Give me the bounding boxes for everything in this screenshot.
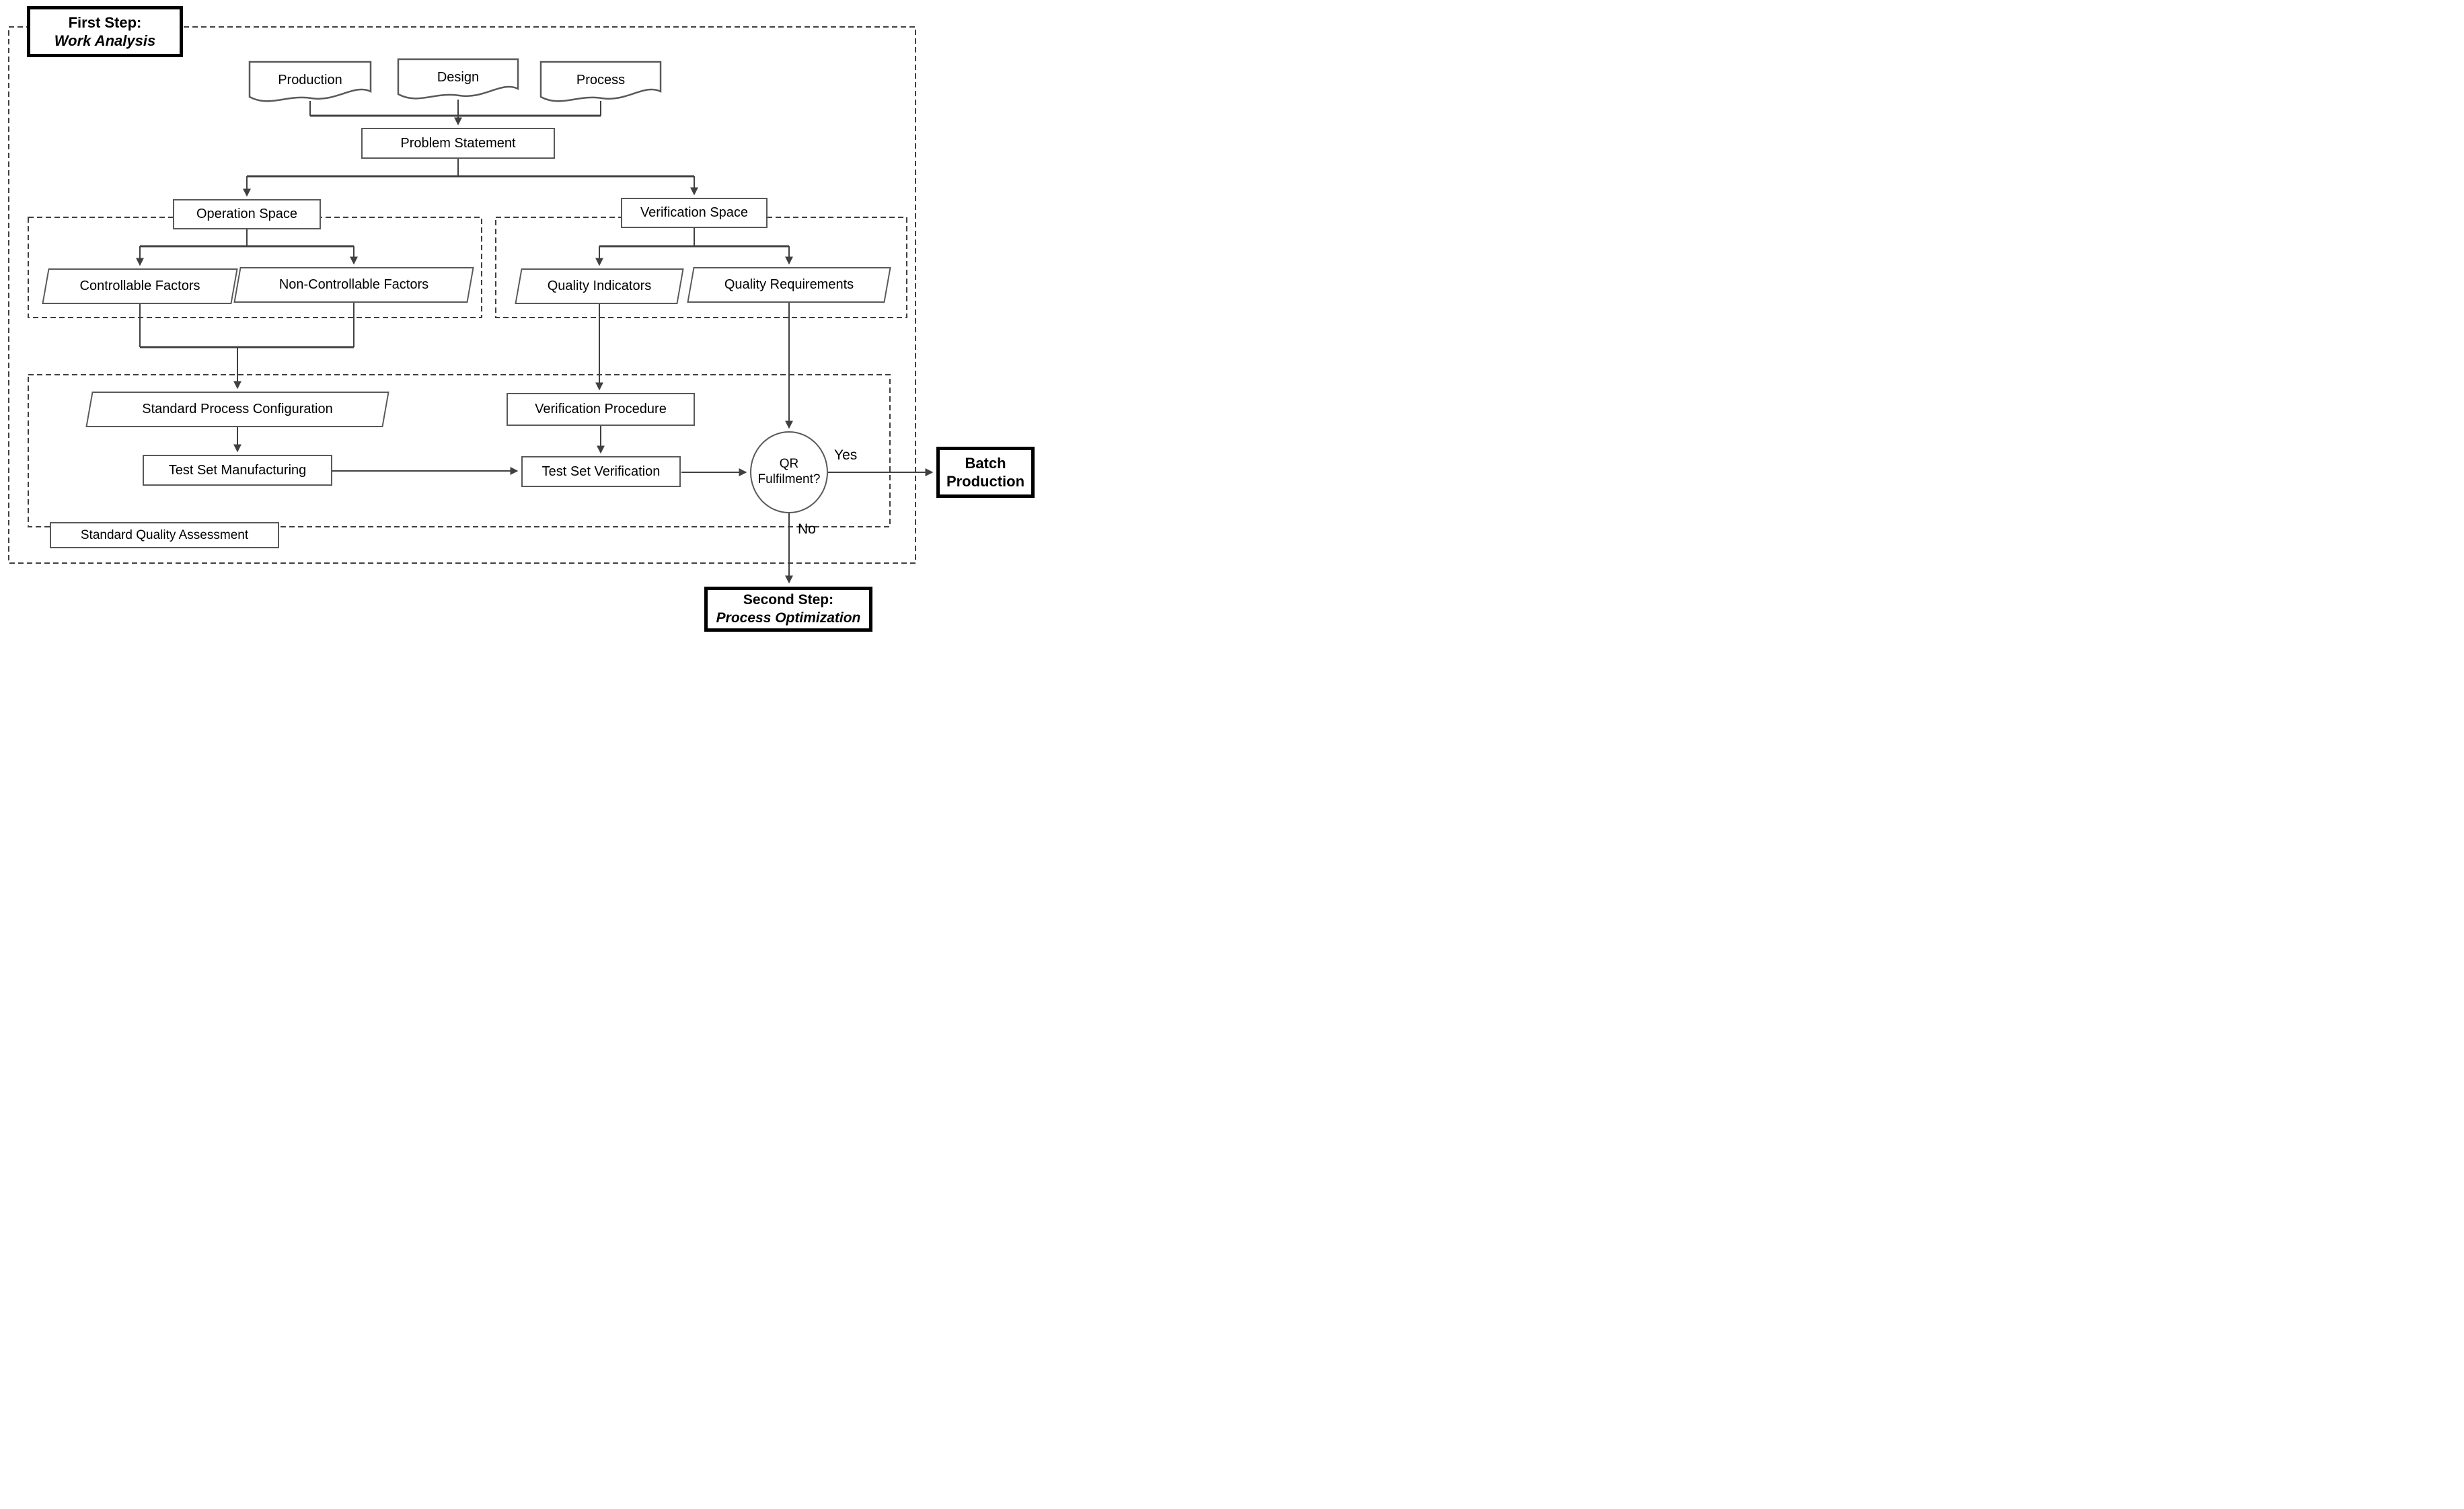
verification-procedure-label: Verification Procedure bbox=[535, 402, 667, 416]
test-set-manufacturing-label: Test Set Manufacturing bbox=[168, 462, 307, 478]
operation-space-box: Operation Space bbox=[173, 199, 321, 229]
standard-quality-assessment-box: Standard Quality Assessment bbox=[50, 522, 279, 548]
flowchart-canvas: First Step: Work Analysis Production Des… bbox=[0, 0, 1036, 634]
verification-space-label: Verification Space bbox=[640, 205, 749, 220]
controllable-factors-label: Controllable Factors bbox=[79, 279, 200, 293]
document-shape-icon bbox=[248, 61, 372, 102]
first-step-dashed-region bbox=[8, 26, 916, 564]
batch-production-line2: Production bbox=[946, 473, 1025, 490]
operation-space-label: Operation Space bbox=[196, 207, 298, 221]
qr-fulfilment-decision: QR Fulfilment? bbox=[750, 431, 828, 513]
quality-requirements-parallelogram: Quality Requirements bbox=[687, 267, 891, 303]
controllable-factors-parallelogram: Controllable Factors bbox=[42, 268, 238, 304]
connector-layer bbox=[8, 26, 934, 584]
standard-quality-assessment-dashed-region bbox=[28, 374, 891, 527]
operation-space-dashed-region bbox=[28, 217, 482, 318]
standard-process-configuration-parallelogram: Standard Process Configuration bbox=[85, 392, 389, 427]
second-step-line1: Second Step: bbox=[743, 592, 834, 608]
test-set-verification-box: Test Set Verification bbox=[521, 456, 681, 487]
second-step-box: Second Step: Process Optimization bbox=[704, 587, 872, 632]
document-design-label: Design bbox=[437, 69, 480, 85]
standard-process-configuration-label: Standard Process Configuration bbox=[142, 402, 333, 416]
standard-quality-assessment-label: Standard Quality Assessment bbox=[80, 527, 249, 542]
test-set-verification-label: Test Set Verification bbox=[542, 464, 661, 479]
test-set-manufacturing-box: Test Set Manufacturing bbox=[143, 455, 332, 486]
batch-production-line1: Batch bbox=[965, 454, 1006, 472]
document-shape-icon bbox=[539, 61, 662, 102]
yes-edge-label: Yes bbox=[834, 447, 858, 463]
non-controllable-factors-label: Non-Controllable Factors bbox=[278, 277, 429, 292]
quality-indicators-label: Quality Indicators bbox=[547, 279, 652, 293]
qr-fulfilment-line1: QR bbox=[779, 457, 799, 472]
non-controllable-factors-parallelogram: Non-Controllable Factors bbox=[233, 267, 474, 303]
quality-indicators-parallelogram: Quality Indicators bbox=[515, 268, 684, 304]
document-production: Production bbox=[248, 61, 372, 106]
quality-requirements-label: Quality Requirements bbox=[724, 277, 854, 292]
verification-procedure-box: Verification Procedure bbox=[507, 393, 695, 426]
second-step-line2: Process Optimization bbox=[716, 610, 861, 626]
first-step-line1: First Step: bbox=[68, 13, 142, 31]
verification-space-box: Verification Space bbox=[621, 198, 768, 228]
first-step-line2: Work Analysis bbox=[54, 32, 156, 49]
document-production-label: Production bbox=[278, 72, 342, 87]
document-shape-icon bbox=[397, 58, 519, 100]
qr-fulfilment-line2: Fulfilment? bbox=[757, 472, 821, 486]
no-edge-label: No bbox=[798, 521, 816, 537]
document-design: Design bbox=[397, 58, 519, 104]
document-process: Process bbox=[539, 61, 662, 106]
problem-statement-box: Problem Statement bbox=[361, 128, 555, 159]
document-process-label: Process bbox=[576, 72, 626, 87]
batch-production-box: Batch Production bbox=[936, 447, 1035, 498]
problem-statement-label: Problem Statement bbox=[400, 135, 516, 151]
first-step-box: First Step: Work Analysis bbox=[27, 6, 183, 57]
